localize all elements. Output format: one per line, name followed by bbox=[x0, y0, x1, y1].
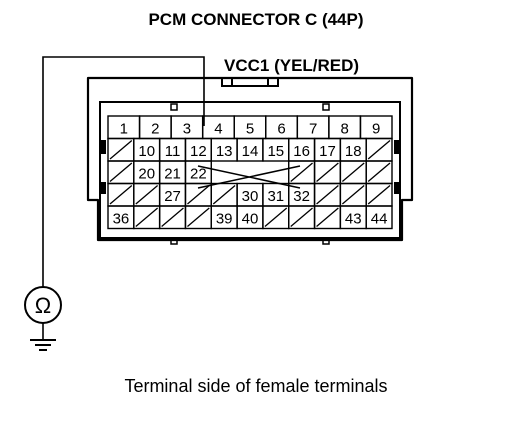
terminal-label: 11 bbox=[165, 143, 181, 160]
bottom-key bbox=[170, 237, 178, 245]
terminal-label: 31 bbox=[267, 188, 284, 205]
terminal-label: 7 bbox=[309, 120, 317, 137]
terminal-label: 10 bbox=[138, 143, 155, 160]
blank-cross bbox=[197, 165, 301, 189]
terminal-label: 30 bbox=[242, 188, 259, 205]
terminal-label: 5 bbox=[246, 120, 254, 137]
terminal-label: 36 bbox=[113, 210, 130, 227]
diagram-title: PCM CONNECTOR C (44P) bbox=[148, 10, 364, 29]
left-lock-rib bbox=[100, 182, 106, 194]
blank-slash bbox=[264, 207, 288, 227]
blank-slash bbox=[341, 162, 365, 182]
blank-slash bbox=[187, 185, 210, 205]
connector-housing-inner bbox=[99, 101, 401, 239]
blank-slash bbox=[367, 185, 391, 205]
terminal-label: 22 bbox=[190, 165, 207, 182]
terminal-label: 27 bbox=[164, 188, 181, 205]
blank-slash bbox=[135, 207, 159, 227]
blank-slash bbox=[187, 207, 210, 227]
blank-slash bbox=[367, 140, 391, 160]
terminal-label: 21 bbox=[164, 165, 181, 182]
terminal-label: 6 bbox=[277, 120, 285, 137]
blank-slash bbox=[109, 140, 133, 160]
top-key bbox=[322, 103, 330, 111]
terminal-crossed-area bbox=[237, 161, 263, 184]
terminal-label: 44 bbox=[371, 210, 388, 227]
terminal-label: 40 bbox=[242, 210, 259, 227]
terminal-label: 15 bbox=[267, 143, 284, 160]
terminal-label: 20 bbox=[138, 165, 155, 182]
right-lock-rib bbox=[394, 140, 400, 154]
signal-label: VCC1 (YEL/RED) bbox=[224, 56, 360, 75]
blank-slash bbox=[341, 185, 365, 205]
blank-slash bbox=[316, 207, 339, 227]
probe-wire bbox=[42, 56, 205, 287]
blank-slash bbox=[316, 185, 339, 205]
blank-slash bbox=[290, 207, 313, 227]
terminal-label: 43 bbox=[345, 210, 362, 227]
terminal-label: 3 bbox=[183, 120, 191, 137]
terminal-label: 18 bbox=[345, 143, 362, 160]
top-key bbox=[170, 103, 178, 111]
blank-slash bbox=[212, 185, 236, 205]
right-lock-rib bbox=[394, 182, 400, 194]
bottom-key bbox=[322, 237, 330, 245]
blank-slash bbox=[109, 162, 133, 182]
blank-slash bbox=[316, 162, 339, 182]
blank-slash bbox=[367, 162, 391, 182]
terminal-label: 14 bbox=[242, 143, 259, 160]
blank-slash bbox=[290, 162, 313, 182]
terminal-label: 4 bbox=[214, 120, 222, 137]
caption: Terminal side of female terminals bbox=[124, 376, 388, 396]
blank-slash bbox=[109, 185, 133, 205]
ohm-symbol: Ω bbox=[35, 293, 51, 318]
terminal-label: 32 bbox=[293, 188, 310, 205]
blank-slash bbox=[135, 185, 159, 205]
terminal-label: 1 bbox=[120, 120, 128, 137]
terminal-label: 12 bbox=[190, 143, 207, 160]
terminal-label: 39 bbox=[216, 210, 233, 227]
connector-housing-outer bbox=[86, 76, 414, 242]
terminal-label: 13 bbox=[216, 143, 233, 160]
terminal-label: 2 bbox=[151, 120, 159, 137]
terminal-label: 9 bbox=[372, 120, 380, 137]
terminal-label: 16 bbox=[293, 143, 310, 160]
terminal-label: 8 bbox=[340, 120, 348, 137]
connector-latch bbox=[221, 78, 279, 87]
left-lock-rib bbox=[100, 140, 106, 154]
blank-slash bbox=[161, 207, 184, 227]
terminal-44 bbox=[365, 205, 393, 230]
terminal-label: 17 bbox=[319, 143, 336, 160]
